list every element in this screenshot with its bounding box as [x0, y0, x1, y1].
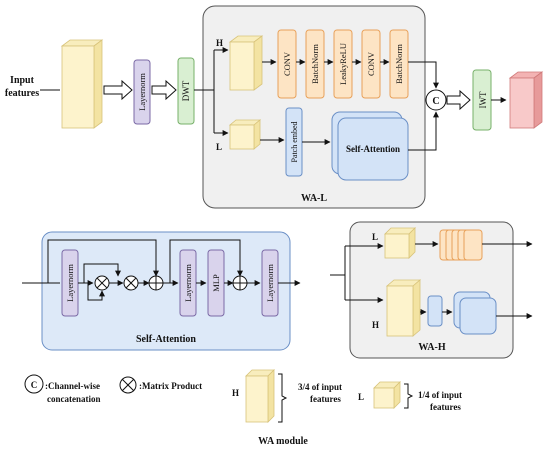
- self-attention-module-title: Self-Attention: [136, 334, 196, 345]
- wah-high-label: H: [372, 320, 379, 330]
- low-frequency-cube: [228, 119, 262, 150]
- hollow-arrow-1: [103, 79, 133, 101]
- legend-h-cube: [245, 369, 275, 423]
- sa-skip-outer: [47, 239, 159, 283]
- high-frequency-cube: [228, 35, 264, 91]
- batchnorm-label-2: BatchNorm: [394, 44, 404, 84]
- matrix-product-symbol-2: [123, 275, 139, 291]
- conv-chain: CONV BatchNorm LeakyReLU CONV BatchNorm: [277, 29, 409, 99]
- low-branch-label: L: [216, 142, 222, 152]
- conv-block-2: [361, 29, 381, 99]
- legend-h-label: H: [232, 388, 239, 398]
- output-feature-cube: [508, 71, 544, 129]
- conv-label-1: CONV: [282, 51, 292, 76]
- legend-l-cube: [373, 381, 401, 409]
- wa-l-title: WA-L: [301, 193, 327, 204]
- layernorm-label-top: Layernorm: [137, 73, 147, 111]
- wah-conv-stack: [439, 229, 483, 261]
- batchnorm-block-1: [305, 29, 325, 99]
- batchnorm-block-2: [389, 29, 409, 99]
- hollow-arrow-2: [151, 79, 177, 101]
- batchnorm-label-1: BatchNorm: [310, 44, 320, 84]
- hollow-arrow-3: [446, 89, 471, 111]
- sa-branch-q: [83, 263, 121, 283]
- sa-branch-k: [87, 283, 105, 301]
- legend-h-text-line2: features: [310, 394, 341, 404]
- add-symbol-1: [148, 275, 164, 291]
- legend-l-label: L: [358, 392, 364, 402]
- legend-concat-line2: concatenation: [47, 394, 101, 404]
- conv-label-2: CONV: [366, 51, 376, 76]
- concat-symbol: [425, 89, 447, 111]
- wah-low-label: L: [372, 232, 378, 242]
- iwt-label: IWT: [478, 91, 488, 108]
- input-label-line1: Input: [10, 75, 35, 86]
- add-symbol-2: [232, 275, 248, 291]
- matrix-product-symbol-1: [94, 275, 110, 291]
- legend-concat-symbol-label: C: [31, 380, 38, 390]
- leakyrelu-label: LeakyReLU: [338, 43, 348, 85]
- high-branch-label: H: [216, 38, 223, 48]
- self-attention-module-box: [41, 231, 291, 351]
- patch-embed-label: Patch embed: [290, 121, 299, 162]
- sa-skip-inner: [169, 239, 243, 283]
- dwt-block: [177, 57, 195, 125]
- input-feature-cube: [60, 39, 104, 129]
- wah-low-cube: [384, 227, 416, 259]
- sa-layernorm-3-label: Layernorm: [265, 264, 275, 302]
- wah-self-attention-stack: [453, 291, 497, 335]
- conv-to-concat-line: [408, 61, 439, 89]
- self-attention-stack: [331, 111, 409, 181]
- sa-layernorm-2-label: Layernorm: [183, 264, 193, 302]
- wa-h-title: WA-H: [418, 342, 445, 353]
- legend-matrix-product-label: :Matrix Product: [139, 381, 202, 391]
- figure-caption: WA module: [258, 436, 308, 447]
- dwt-label: DWT: [181, 80, 191, 101]
- legend-h-text-line1: 3/4 of input: [298, 382, 342, 392]
- conv-block-1: [277, 29, 297, 99]
- concat-symbol-label: C: [432, 96, 439, 107]
- legend-l-text-line1: 1/4 of input: [418, 390, 462, 400]
- wah-patch-embed: [427, 295, 443, 327]
- mlp-label: MLP: [211, 274, 221, 292]
- layernorm-block-top: [133, 59, 151, 125]
- legend-h-brace: [278, 373, 288, 423]
- sa-to-concat-line: [408, 111, 439, 151]
- legend-concat-line1: :Channel-wise: [45, 381, 100, 391]
- leakyrelu-block: [333, 29, 353, 99]
- legend-l-text-line2: features: [430, 402, 461, 412]
- legend-l-brace: [404, 383, 414, 409]
- wah-high-cube: [385, 279, 422, 337]
- input-label-line2: features: [5, 88, 39, 99]
- legend-concat-symbol: [24, 374, 44, 394]
- self-attention-label: Self-Attention: [346, 144, 400, 154]
- legend-matrix-product-symbol: [119, 376, 137, 394]
- sa-layernorm-1-label: Layernorm: [65, 264, 75, 302]
- wa-h-module-box: [349, 221, 514, 359]
